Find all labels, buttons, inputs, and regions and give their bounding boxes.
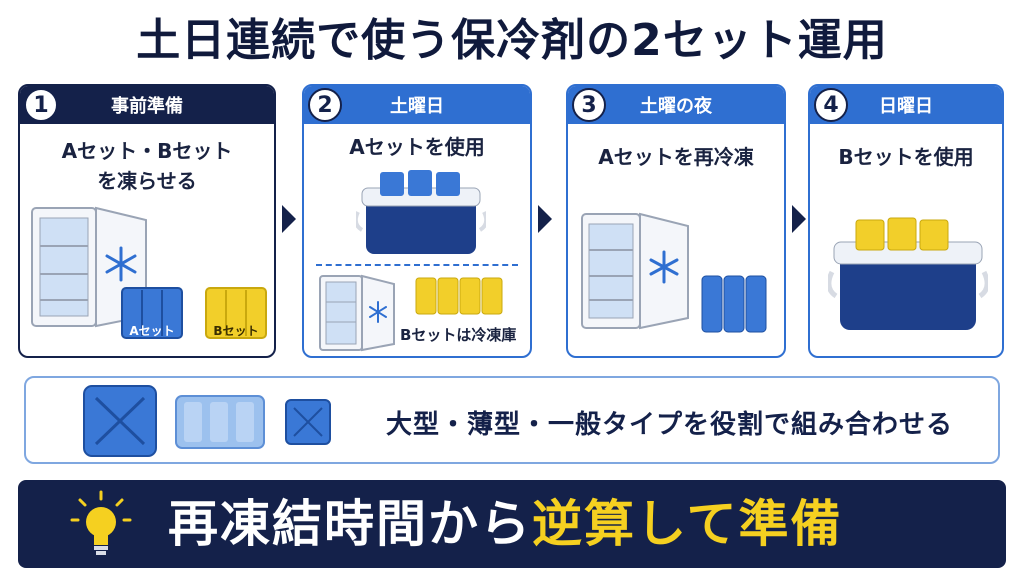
step-1-card: 1 事前準備 Aセット・Bセットを凍らせる Aセット Bセット — [18, 84, 276, 358]
ice-pack-set-a-refreeze-icon — [701, 275, 767, 333]
cooler-icon — [356, 170, 486, 254]
step-1-header: 1 事前準備 — [20, 86, 274, 124]
cooler-icon — [828, 217, 988, 330]
lightbulb-icon — [70, 490, 132, 555]
ice-pack-set-b-icon — [205, 287, 267, 339]
freezer-icon — [581, 212, 689, 330]
step-2-divider — [316, 264, 518, 266]
step-3-header: 3 土曜の夜 — [568, 86, 784, 124]
step-1-title: 事前準備 — [111, 96, 183, 117]
snowflake-icon — [649, 250, 679, 284]
step-1-number: 1 — [24, 88, 58, 122]
arrow-1-2 — [282, 205, 296, 233]
ice-pack-types-box: 大型・薄型・一般タイプを役割で組み合わせる — [24, 376, 1000, 464]
set-b-label: Bセット — [213, 324, 259, 338]
step-2-text: Aセットを使用 — [349, 135, 485, 159]
freezer-small-icon — [319, 274, 395, 352]
ice-pack-set-a-icon — [121, 287, 183, 339]
banner-text: 再凍結時間から逆算して準備 — [168, 494, 843, 554]
step-4-number: 4 — [814, 88, 848, 122]
step-2-number: 2 — [308, 88, 342, 122]
ice-pack-types-text: 大型・薄型・一般タイプを役割で組み合わせる — [386, 410, 954, 440]
arrow-2-3 — [538, 205, 552, 233]
step-4-header: 4 日曜日 — [810, 86, 1002, 124]
set-a-label: Aセット — [129, 324, 175, 338]
snowflake-icon — [105, 246, 137, 282]
ice-pack-standard-icon — [285, 399, 331, 445]
step-4-card: 4 日曜日 Bセットを使用 — [808, 84, 1004, 358]
step-1-text: Aセット・Bセットを凍らせる — [61, 139, 233, 193]
step-3-card: 3 土曜の夜 Aセットを再冷凍 — [566, 84, 786, 358]
bottom-banner: 再凍結時間から逆算して準備 — [18, 480, 1006, 568]
page-title: 土日連続で使う保冷剤の2セット運用 — [136, 15, 888, 66]
step-2-header: 2 土曜日 — [304, 86, 530, 124]
step-3-text: Aセットを再冷凍 — [598, 145, 754, 169]
ice-pack-thin-icon — [175, 395, 265, 449]
ice-pack-set-b-stored-icon — [415, 277, 503, 315]
banner-text-highlight: 逆算して準備 — [532, 495, 843, 553]
step-4-text: Bセットを使用 — [838, 145, 974, 169]
ice-pack-large-icon — [83, 385, 157, 457]
step-3-number: 3 — [572, 88, 606, 122]
banner-text-white: 再凍結時間から — [168, 495, 532, 553]
arrow-3-4 — [792, 205, 806, 233]
step-2-card: 2 土曜日 Aセットを使用 Bセットは冷凍庫 — [302, 84, 532, 358]
step-2-caption: Bセットは冷凍庫 — [400, 326, 517, 344]
